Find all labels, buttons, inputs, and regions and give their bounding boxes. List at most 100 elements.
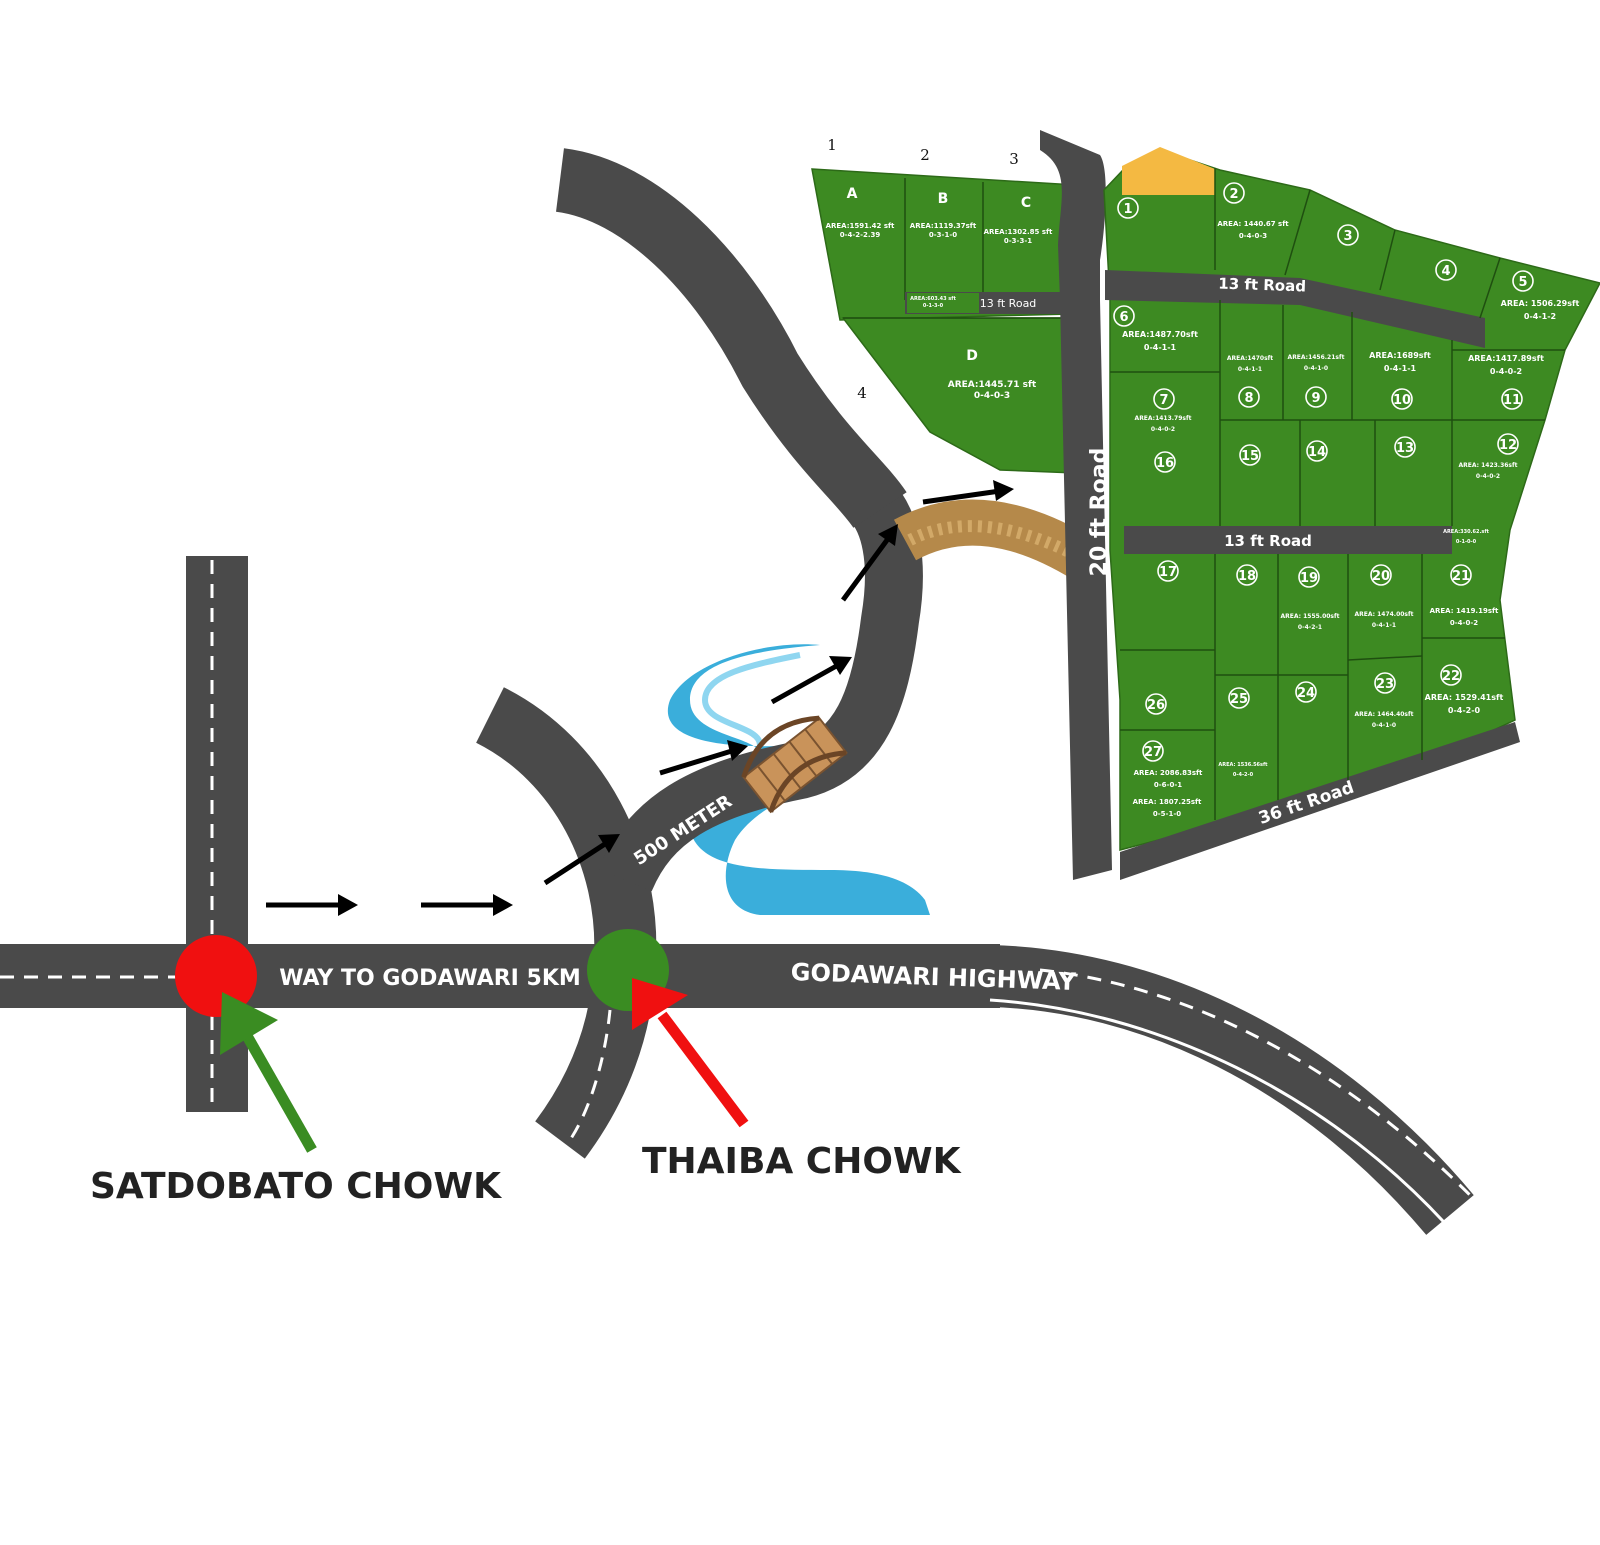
road-13ft-lower-label: 13 ft Road bbox=[1224, 532, 1312, 550]
plot-21-area: AREA: 1419.19sft bbox=[1430, 607, 1499, 615]
plot-2-circle bbox=[1223, 182, 1245, 204]
plot-10-ropani: 0-4-1-1 bbox=[1384, 364, 1417, 373]
plot-15-number: 15 bbox=[1241, 449, 1259, 464]
plot-7-circle bbox=[1153, 388, 1175, 410]
plot-4-circle bbox=[1435, 259, 1457, 281]
plot-18-number: 18 bbox=[1238, 569, 1256, 584]
plot-23-ropani: 0-4-1-0 bbox=[1372, 722, 1396, 729]
plot-27b-ropani: 0-5-1-0 bbox=[1153, 810, 1181, 818]
arrow-diag-2 bbox=[659, 740, 748, 776]
plot-D-ropani: 0-4-0-3 bbox=[974, 391, 1010, 401]
plot-19-number: 19 bbox=[1300, 571, 1318, 586]
plot-17-circle bbox=[1157, 560, 1179, 582]
plot-A-ropani: 0-4-2-2.39 bbox=[840, 231, 881, 239]
plot-7-ropani: 0-4-0-2 bbox=[1151, 426, 1175, 433]
plot-9-area: AREA:1456.21sft bbox=[1288, 354, 1345, 361]
plot-26-number: 26 bbox=[1147, 698, 1165, 713]
plot-21-ropani: 0-4-0-2 bbox=[1450, 619, 1478, 627]
plot-7-area: AREA:1413.79sft bbox=[1135, 415, 1192, 422]
plot-19-area: AREA: 1555.00sft bbox=[1281, 613, 1340, 620]
plot-27-circle bbox=[1142, 740, 1164, 762]
plot-10-number: 10 bbox=[1393, 393, 1411, 408]
plot-B-id: B bbox=[938, 191, 949, 207]
plot-23-area: AREA: 1464.40sft bbox=[1355, 711, 1414, 718]
plot-2-ropani: 0-4-0-3 bbox=[1239, 232, 1267, 240]
plot-25-area: AREA: 1536.56sft bbox=[1218, 762, 1268, 768]
plot-24-number: 24 bbox=[1297, 686, 1315, 701]
plot-11-area: AREA:1417.89sft bbox=[1468, 354, 1544, 363]
plot-9-ropani: 0-4-1-0 bbox=[1304, 365, 1328, 372]
plot-2-number: 2 bbox=[1229, 187, 1238, 202]
plot-4-number: 4 bbox=[1441, 264, 1450, 279]
plot-3-circle bbox=[1337, 224, 1359, 246]
satdobato-marker bbox=[175, 935, 257, 1017]
road-36ft bbox=[1120, 722, 1520, 880]
road-13ft-lower bbox=[1124, 526, 1452, 554]
bridge bbox=[741, 715, 848, 814]
plot-13-number: 13 bbox=[1396, 441, 1414, 456]
arrow-right-1 bbox=[266, 894, 358, 916]
plot-12b-ropani: 0-1-0-0 bbox=[1456, 539, 1477, 545]
road-13ft-upper-label: 13 ft Road bbox=[1218, 274, 1306, 295]
plot-6-area: AREA:1487.70sft bbox=[1122, 330, 1198, 339]
plot-2-area: AREA: 1440.67 sft bbox=[1217, 220, 1289, 228]
plot-12b-area: AREA:330.62.sft bbox=[1443, 529, 1489, 535]
plot-19-circle bbox=[1298, 566, 1320, 588]
plot-9-number: 9 bbox=[1311, 391, 1320, 406]
plot-27b-area: AREA: 1807.25sft bbox=[1133, 798, 1202, 806]
plot-11-circle bbox=[1501, 388, 1523, 410]
plot-small-ropani: 0-1-3-0 bbox=[923, 303, 944, 309]
thaiba-label: THAIBA CHOWK bbox=[642, 1141, 962, 1182]
plot-14-number: 14 bbox=[1308, 445, 1326, 460]
plot-22-ropani: 0-4-2-0 bbox=[1448, 706, 1481, 715]
road-13ft-left-label: 13 ft Road bbox=[980, 297, 1037, 310]
plot-22-area: AREA: 1529.41sft bbox=[1425, 693, 1504, 702]
plot-C-ropani: 0-3-3-1 bbox=[1004, 237, 1032, 245]
plot-8-circle bbox=[1238, 386, 1260, 408]
plot-6-circle bbox=[1113, 305, 1135, 327]
plot-10-circle bbox=[1391, 388, 1413, 410]
arrow-diag-1 bbox=[543, 834, 620, 886]
right-plot-block bbox=[1103, 147, 1600, 880]
plot-20-area: AREA: 1474.00sft bbox=[1355, 611, 1414, 618]
plot-25-circle bbox=[1228, 687, 1250, 709]
road-13ft-upper bbox=[1105, 270, 1485, 348]
plot-C-id: C bbox=[1021, 195, 1031, 211]
godawari-highway-road bbox=[989, 945, 1474, 1235]
plot-6-number: 6 bbox=[1119, 310, 1128, 325]
plot-16-circle bbox=[1154, 451, 1176, 473]
plot-21-number: 21 bbox=[1452, 569, 1470, 584]
plot-20-number: 20 bbox=[1372, 569, 1390, 584]
plot-16-number: 16 bbox=[1156, 456, 1174, 471]
plot-12-number: 12 bbox=[1499, 438, 1517, 453]
plot-24-circle bbox=[1295, 681, 1317, 703]
plot-12-circle bbox=[1497, 433, 1519, 455]
plot-1-circle bbox=[1117, 197, 1139, 219]
upper-road bbox=[554, 148, 907, 529]
thaiba-road bbox=[475, 687, 657, 1159]
plot-17-number: 17 bbox=[1159, 565, 1177, 580]
plot-5-ropani: 0-4-1-2 bbox=[1524, 312, 1556, 321]
plot-A-id: A bbox=[847, 186, 858, 202]
plot-13-circle bbox=[1394, 436, 1416, 458]
plot-B-area: AREA:1119.37sft bbox=[910, 222, 977, 230]
plot-22-circle bbox=[1440, 664, 1462, 686]
plot-C-area: AREA:1302.85 sft bbox=[984, 228, 1053, 236]
plot-26-circle bbox=[1145, 693, 1167, 715]
plot-22-number: 22 bbox=[1442, 669, 1460, 684]
plot-15-circle bbox=[1239, 444, 1261, 466]
plot-11-number: 11 bbox=[1503, 393, 1521, 408]
plot-27-area: AREA: 2086.83sft bbox=[1134, 769, 1203, 777]
road-20ft-label: 20 ft Road bbox=[1087, 448, 1112, 577]
satdobato-pointer bbox=[220, 992, 317, 1153]
plot-23-number: 23 bbox=[1376, 677, 1394, 692]
plot-9-circle bbox=[1305, 386, 1327, 408]
plot-5-circle bbox=[1512, 270, 1534, 292]
plot-20-circle bbox=[1370, 564, 1392, 586]
plot-18-circle bbox=[1236, 564, 1258, 586]
arrow-diag-4 bbox=[840, 524, 898, 602]
plot-6-ropani: 0-4-1-1 bbox=[1144, 343, 1177, 352]
plot-20-ropani: 0-4-1-1 bbox=[1372, 622, 1396, 629]
